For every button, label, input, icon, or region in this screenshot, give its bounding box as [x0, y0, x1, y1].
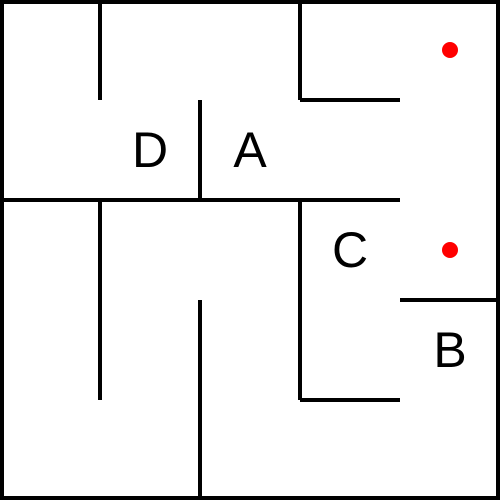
red-dot-marker: [442, 242, 458, 258]
cell-label-a: A: [233, 122, 267, 178]
cell-label-b: B: [433, 322, 466, 378]
cell-label-c: C: [332, 222, 368, 278]
red-dot-marker: [442, 42, 458, 58]
cell-label-d: D: [132, 122, 168, 178]
